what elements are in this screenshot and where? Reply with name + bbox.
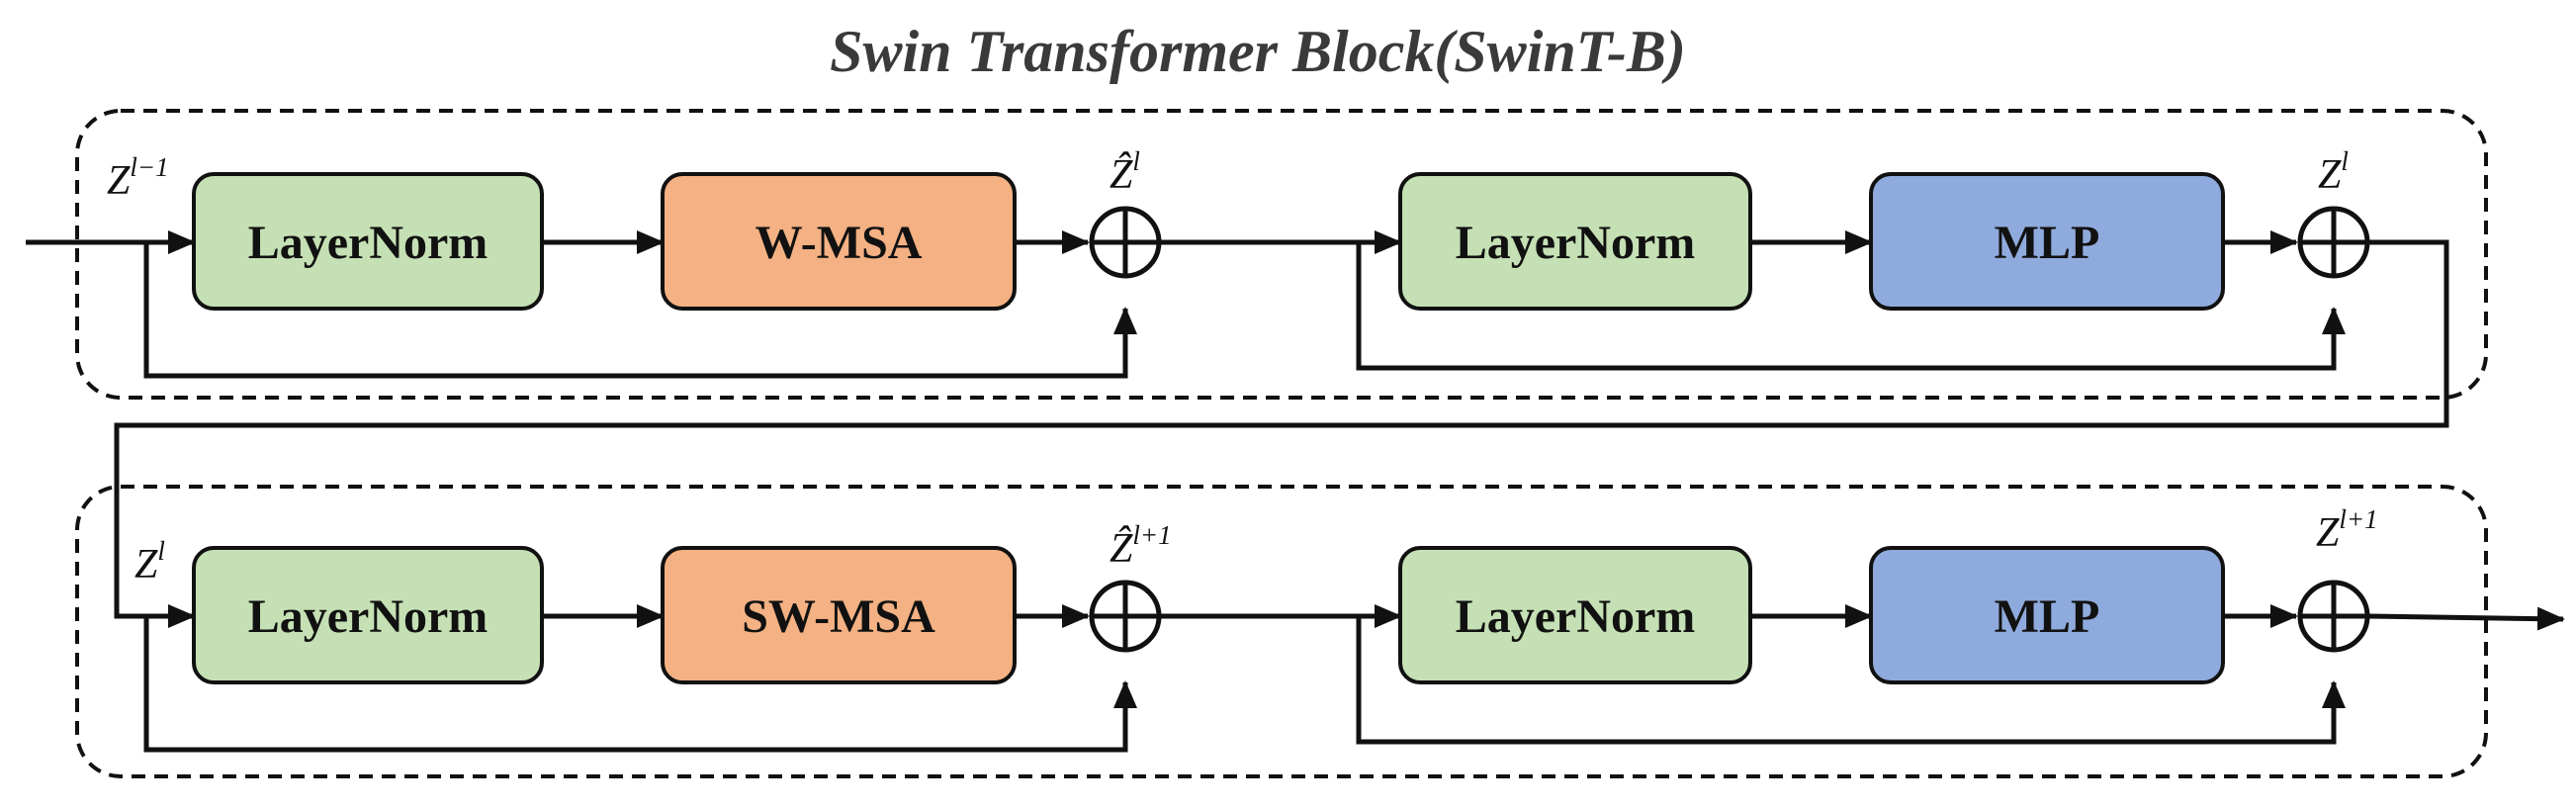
row2-swmsa-label: SW-MSA <box>742 590 935 643</box>
row2-output-arrow <box>2366 606 2565 631</box>
row1-mlp-label: MLP <box>1995 217 2100 269</box>
row1-mlp <box>1869 172 2225 311</box>
row-connector <box>114 239 2449 628</box>
row1-skip-1 <box>143 242 1137 379</box>
row1-output-var: Zl <box>2318 146 2349 198</box>
row1-add-2-icon <box>2297 206 2370 279</box>
row1-skip-2 <box>1356 242 2346 371</box>
row1-add-1-icon <box>1089 206 1162 279</box>
row2-add-1-icon <box>1089 580 1162 653</box>
row2-skip-2 <box>1356 616 2346 745</box>
row2-mlp-label: MLP <box>1995 590 2100 643</box>
row2-layernorm-2 <box>1398 546 1752 684</box>
row1-mid-var: Ẑl <box>1110 146 1140 198</box>
row2-add-2-icon <box>2297 580 2370 653</box>
row2-layernorm-1-label: LayerNorm <box>248 590 489 643</box>
row1-layernorm-2-label: LayerNorm <box>1456 217 1696 269</box>
row2-container <box>75 485 2488 778</box>
row1-layernorm-2 <box>1398 172 1752 311</box>
row2-layernorm-1 <box>192 546 544 684</box>
row2-layernorm-2-label: LayerNorm <box>1456 590 1696 643</box>
row2-input-var: Zl <box>134 536 165 587</box>
row2-swmsa <box>661 546 1017 684</box>
row1-wmsa-label: W-MSA <box>755 217 923 269</box>
row1-layernorm-1-label: LayerNorm <box>248 217 489 269</box>
row2-mlp <box>1869 546 2225 684</box>
row1-container <box>75 109 2488 400</box>
row1-layernorm-1 <box>192 172 544 311</box>
row2-output-var: Zl+1 <box>2316 504 2378 556</box>
row1-input-var: Zl−1 <box>107 152 169 204</box>
row2-mid-var: Ẑl+1 <box>1110 520 1172 572</box>
diagram-title: Swin Transformer Block(SwinT-B) <box>830 19 1686 84</box>
row1-wmsa <box>661 172 1017 311</box>
row2-skip-1 <box>143 616 1137 753</box>
